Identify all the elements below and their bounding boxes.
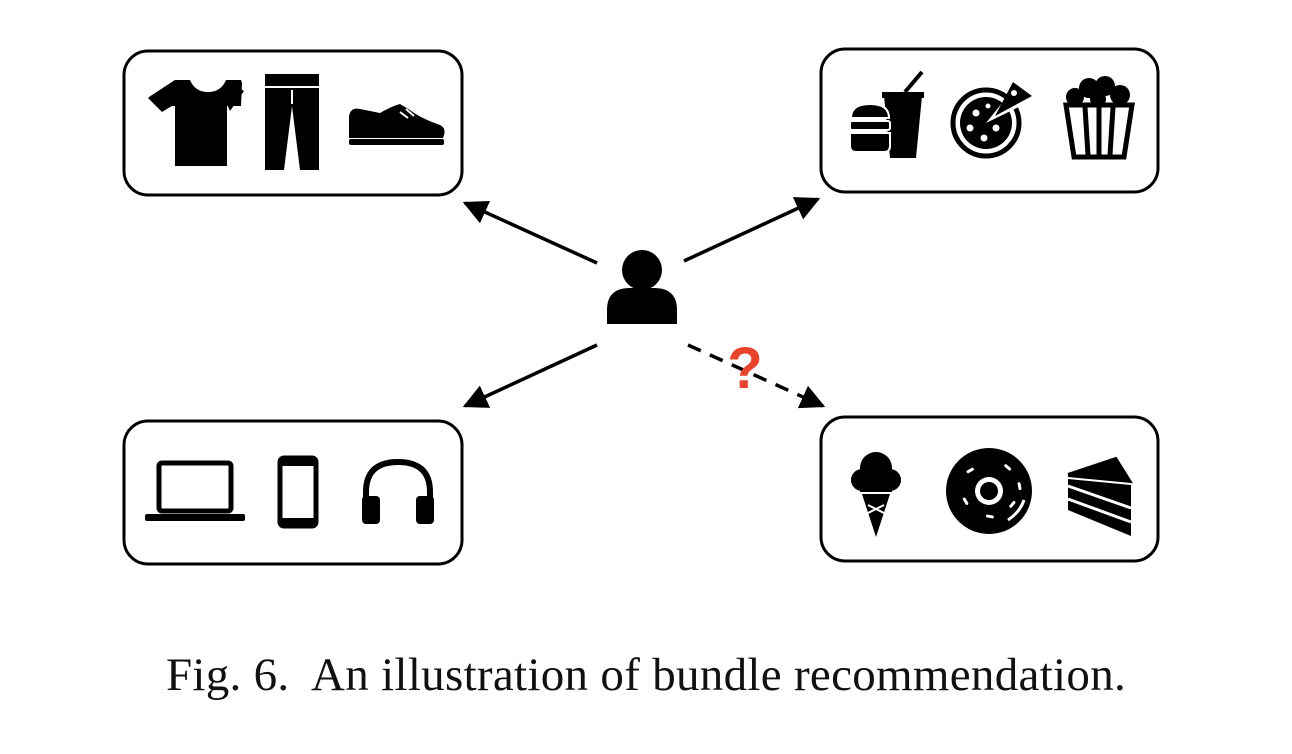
user-icon bbox=[607, 250, 677, 324]
figure-label: Fig. 6. bbox=[165, 649, 290, 701]
laptop-icon bbox=[145, 460, 245, 521]
headphones-icon bbox=[362, 458, 434, 524]
t-shirt-icon bbox=[148, 80, 244, 166]
bundle-box-electronics bbox=[122, 419, 464, 566]
popcorn-icon bbox=[1063, 76, 1135, 160]
arrow-to-desserts-dashed bbox=[687, 343, 826, 409]
trousers-icon bbox=[265, 74, 319, 170]
arrow-to-electronics bbox=[462, 343, 598, 408]
burger-drink-icon bbox=[849, 70, 924, 158]
smartphone-icon bbox=[277, 455, 319, 529]
bundle-box-clothing bbox=[122, 49, 464, 197]
bundle-recommendation-diagram: ? bbox=[122, 47, 1160, 566]
bundle-box-fast-food bbox=[819, 47, 1160, 194]
figure-caption-text: An illustration of bundle recommendation… bbox=[311, 649, 1127, 701]
shoe-icon bbox=[349, 104, 445, 145]
donut-icon bbox=[946, 448, 1032, 534]
arrow-to-clothing bbox=[462, 200, 598, 265]
ice-cream-icon bbox=[851, 452, 901, 537]
question-mark: ? bbox=[727, 336, 762, 401]
pizza-icon bbox=[950, 82, 1033, 159]
bundle-box-desserts bbox=[819, 415, 1160, 563]
cake-icon bbox=[1067, 456, 1133, 536]
figure-caption: Fig. 6. An illustration of bundle recomm… bbox=[0, 648, 1292, 702]
arrow-to-fast-food bbox=[683, 197, 821, 263]
